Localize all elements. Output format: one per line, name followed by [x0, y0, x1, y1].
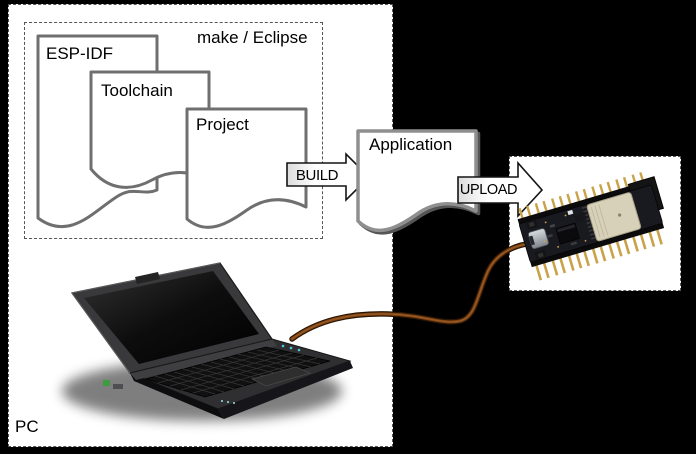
- upload-arrow: [457, 160, 544, 219]
- pin-header-bottom: [535, 228, 663, 281]
- wifi-module: [586, 192, 642, 242]
- ide-box-label: make / Eclipse: [197, 28, 308, 47]
- status-leds: [221, 344, 301, 404]
- keyboard: [144, 346, 331, 398]
- doc-label-toolchain: Toolchain: [101, 81, 173, 100]
- doc-label-esp-idf: ESP-IDF: [46, 44, 114, 63]
- boot-button: [525, 219, 538, 230]
- ide-dashed-box: [24, 22, 323, 239]
- upload-arrow-label: UPLOAD: [459, 182, 518, 198]
- side-ports: [103, 380, 123, 389]
- usb-serial-chip: [573, 211, 587, 223]
- pin-header-top: [518, 172, 645, 221]
- laptop-screen: [84, 271, 259, 364]
- document-shape-project: [185, 107, 308, 229]
- touchpad: [250, 366, 312, 387]
- pc-box-label: PC: [15, 417, 39, 436]
- doc-label-project: Project: [196, 115, 249, 134]
- pcb: [519, 184, 663, 263]
- doc-label-application: Application: [369, 135, 453, 154]
- webcam: [135, 272, 160, 284]
- usb-cable: [289, 240, 539, 342]
- esp32-board-illustration: [517, 172, 665, 281]
- document-shape-application: [356, 129, 481, 235]
- build-arrow-label: BUILD: [295, 167, 339, 184]
- reset-button: [534, 249, 547, 261]
- laptop-illustration: [62, 262, 353, 421]
